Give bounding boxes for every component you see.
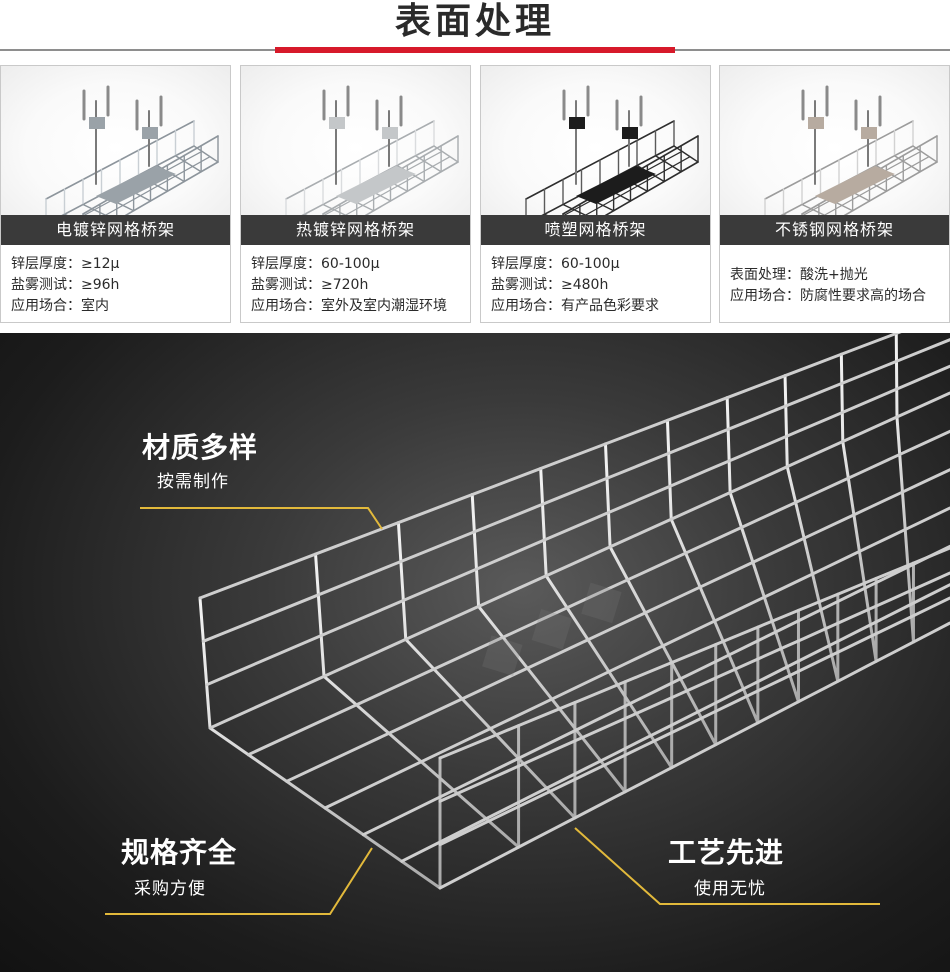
spec-line: 表面处理：酸洗+抛光 [730, 267, 868, 283]
feature-hero: ◆◆◆ 材质多样 按需制作 规格齐全 采购方便 工艺先进 使用无忧 [0, 333, 950, 972]
product-specs: 锌层厚度：60-100μ 盐雾测试：≥720h 应用场合：室外及室内潮湿环境 [251, 254, 466, 317]
spec-line: 应用场合：有产品色彩要求 [491, 298, 659, 314]
product-name: 电镀锌网格桥架 [1, 215, 230, 245]
product-specs: 表面处理：酸洗+抛光 应用场合：防腐性要求高的场合 [730, 265, 945, 307]
feature-subtitle-material: 按需制作 [157, 472, 229, 492]
product-name: 不锈钢网格桥架 [720, 215, 949, 245]
spec-line: 应用场合：防腐性要求高的场合 [730, 288, 926, 304]
callout-line-spec [105, 847, 373, 915]
header-accent-bar [275, 47, 675, 53]
product-card-powder-coated[interactable]: 喷塑网格桥架 锌层厚度：60-100μ 盐雾测试：≥480h 应用场合：有产品色… [480, 65, 711, 323]
product-name: 热镀锌网格桥架 [241, 215, 470, 245]
spec-line: 锌层厚度：60-100μ [491, 256, 620, 272]
product-card-electro-galvanized[interactable]: 电镀锌网格桥架 锌层厚度：≥12μ 盐雾测试：≥96h 应用场合：室内 [0, 65, 231, 323]
product-card-row: 电镀锌网格桥架 锌层厚度：≥12μ 盐雾测试：≥96h 应用场合：室内 热镀锌网… [0, 65, 950, 323]
feature-title-process: 工艺先进 [668, 836, 785, 869]
product-image-powder-coated [481, 66, 710, 215]
spec-line: 锌层厚度：≥12μ [11, 256, 120, 272]
product-card-hot-dip-galvanized[interactable]: 热镀锌网格桥架 锌层厚度：60-100μ 盐雾测试：≥720h 应用场合：室外及… [240, 65, 471, 323]
page-title: 表面处理 [394, 1, 555, 42]
callout-line-process [574, 827, 880, 905]
spec-line: 应用场合：室内 [11, 298, 109, 314]
product-card-stainless-steel[interactable]: 不锈钢网格桥架 表面处理：酸洗+抛光 应用场合：防腐性要求高的场合 [719, 65, 950, 323]
wire-mesh-tray-illustration [105, 333, 950, 915]
product-image-stainless-steel [720, 66, 949, 215]
product-specs: 锌层厚度：60-100μ 盐雾测试：≥480h 应用场合：有产品色彩要求 [491, 254, 706, 317]
feature-subtitle-process: 使用无忧 [694, 879, 766, 899]
spec-line: 盐雾测试：≥96h [11, 277, 120, 293]
section-header: 表面处理 [0, 0, 950, 62]
product-image-electro-galvanized [1, 66, 230, 215]
feature-title-material: 材质多样 [142, 431, 259, 464]
feature-title-spec: 规格齐全 [121, 836, 238, 869]
spec-line: 应用场合：室外及室内潮湿环境 [251, 298, 447, 314]
spec-line: 盐雾测试：≥720h [251, 277, 369, 293]
callout-line-material [140, 507, 383, 530]
product-image-hot-dip-galvanized [241, 66, 470, 215]
spec-line: 盐雾测试：≥480h [491, 277, 609, 293]
product-specs: 锌层厚度：≥12μ 盐雾测试：≥96h 应用场合：室内 [11, 254, 226, 317]
feature-subtitle-spec: 采购方便 [134, 879, 206, 899]
spec-line: 锌层厚度：60-100μ [251, 256, 380, 272]
product-name: 喷塑网格桥架 [481, 215, 710, 245]
